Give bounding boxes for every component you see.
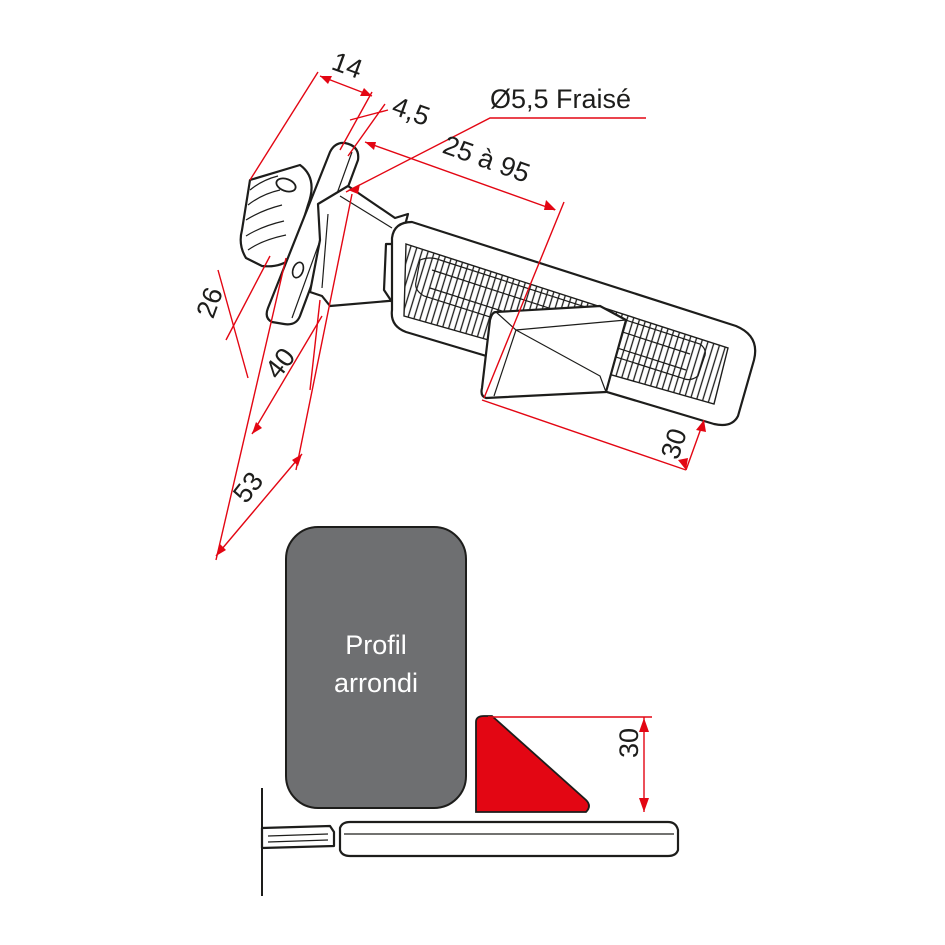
- dim-53-label: 53: [227, 466, 269, 508]
- dim-4-5-label: 4,5: [388, 91, 434, 132]
- stopper-isometric-view: [239, 141, 757, 427]
- profile-label-line2: arrondi: [334, 668, 418, 698]
- dim-range-label: 25 à 95: [439, 130, 534, 189]
- dim-30-side-label: 30: [614, 728, 644, 758]
- dim-30-top-label: 30: [655, 425, 693, 463]
- wedge-block: [480, 304, 628, 400]
- hole-label: Ø5,5 Fraisé: [490, 84, 631, 114]
- rounded-profile: [285, 526, 467, 809]
- hinge-strip: [260, 824, 336, 850]
- dim-14-label: 14: [328, 46, 366, 84]
- red-wedge-stopper: [475, 715, 590, 813]
- side-view: Profil arrondi 30: [260, 526, 680, 896]
- base-plate: [338, 820, 680, 858]
- profile-label-line1: Profil: [345, 630, 407, 660]
- stopper-arm: [308, 184, 410, 308]
- dimension-lines: [215, 71, 706, 561]
